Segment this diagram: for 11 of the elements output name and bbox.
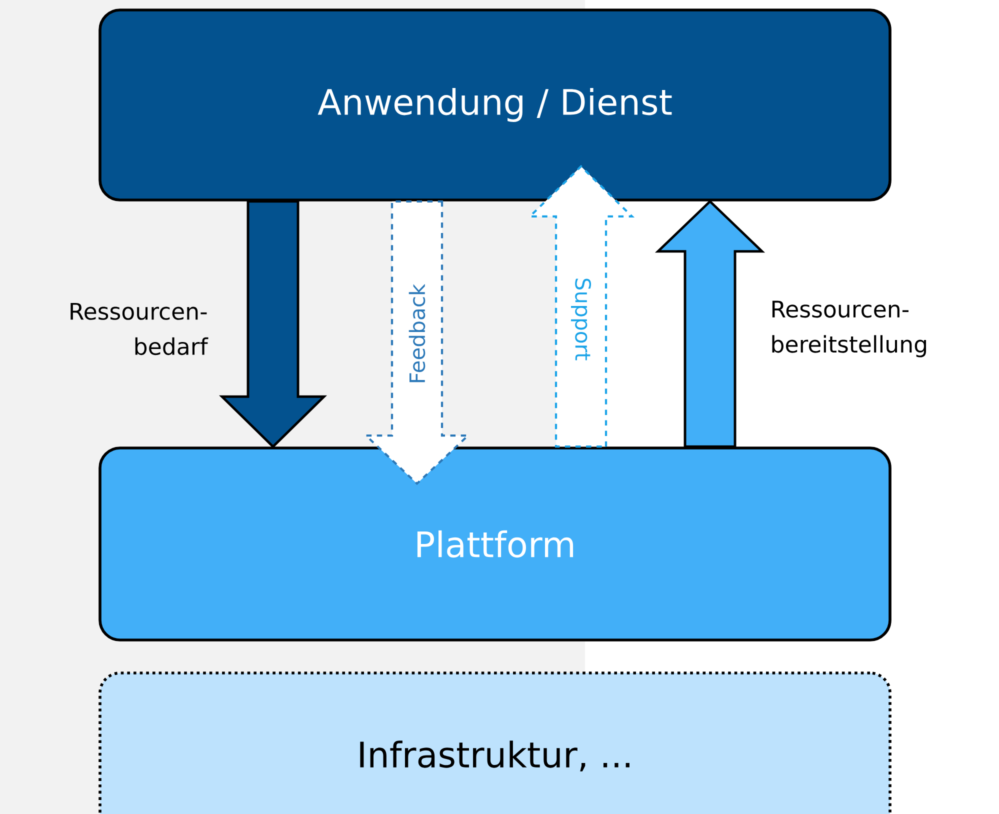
edge-label: Ressourcen- bedarf	[70, 302, 208, 356]
edge-label: Ressourcen- bereitstellung	[772, 300, 926, 358]
edge-label: Feedback	[408, 284, 426, 382]
platform-box: Plattform	[98, 446, 892, 642]
infrastructure-box: Infrastruktur, ...	[98, 672, 892, 814]
block-arrow	[219, 200, 328, 448]
block-arrow	[527, 164, 635, 448]
block-arrow	[363, 200, 471, 486]
service-box: Anwendung / Dienst	[98, 8, 892, 202]
edge-label: Support	[571, 278, 592, 360]
block-arrow	[654, 200, 766, 448]
